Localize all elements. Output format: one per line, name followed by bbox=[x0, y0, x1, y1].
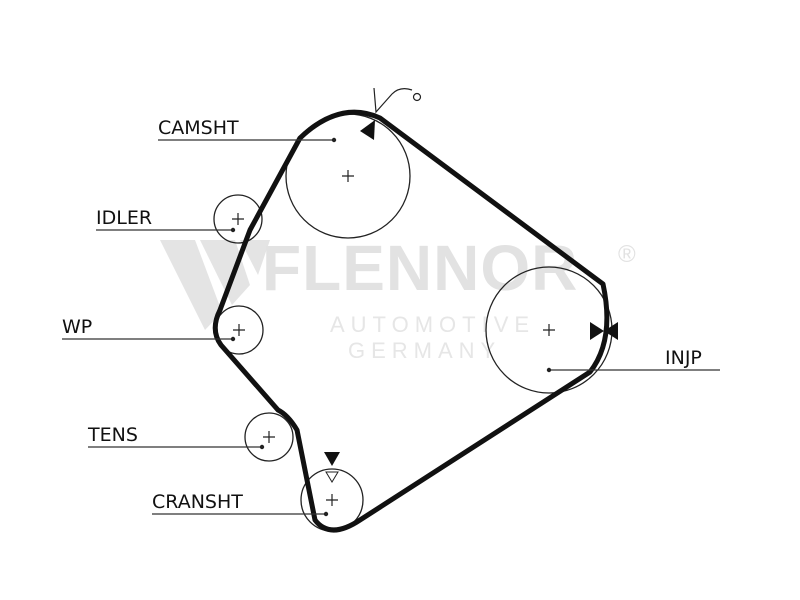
watermark-line1: AUTOMOTIVE bbox=[330, 312, 535, 337]
camshaft-label: CAMSHT bbox=[158, 117, 239, 139]
injection-pump-timing-mark bbox=[590, 322, 618, 340]
tensioner-pulley bbox=[244, 412, 294, 462]
leader-end-dots bbox=[230, 137, 552, 517]
pulley-centre-marks bbox=[232, 170, 555, 506]
watermark-line2: GERMANY bbox=[348, 338, 501, 363]
camshaft-timing-mark bbox=[360, 87, 422, 140]
idler-label: IDLER bbox=[96, 207, 152, 229]
crankshaft-label: CRANSHT bbox=[152, 491, 243, 513]
tensioner-label: TENS bbox=[87, 424, 138, 446]
idler-pulley bbox=[213, 194, 263, 244]
timing-belt bbox=[212, 109, 610, 533]
watermark: FLENNOR ® AUTOMOTIVE GERMANY bbox=[160, 232, 636, 363]
watermark-registered-mark: ® bbox=[618, 241, 636, 268]
injection-pump-label: INJP bbox=[665, 347, 702, 369]
crankshaft-timing-mark bbox=[324, 452, 340, 483]
water-pump-label: WP bbox=[62, 316, 92, 338]
leader-lines bbox=[62, 139, 720, 515]
watermark-brand: FLENNOR bbox=[262, 232, 578, 304]
